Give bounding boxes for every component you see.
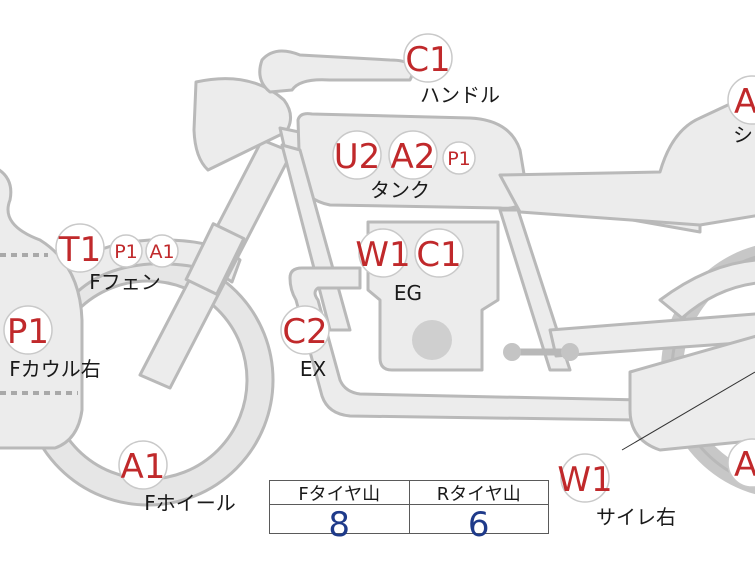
motorcycle-silhouette xyxy=(0,49,755,507)
handle-code-group: C1 xyxy=(403,33,453,83)
front-tire-column: Fタイヤ山 8 xyxy=(270,481,409,545)
front-fender-label: Fフェン xyxy=(89,270,161,294)
seat-label: シ xyxy=(733,123,753,147)
silencer-shape xyxy=(628,334,755,452)
front-fender-code-group: T1 P1 A1 xyxy=(55,223,179,273)
handle-code-0: C1 xyxy=(405,40,450,80)
rear-tire-value: 6 xyxy=(467,505,490,545)
front-wheel-code-group: A1 xyxy=(118,440,168,490)
exhaust-code-group: C2 xyxy=(280,305,330,355)
front-wheel-label: Fホイール xyxy=(144,491,236,515)
seat-code-0: A xyxy=(734,82,755,122)
front-wheel-code-0: A1 xyxy=(121,447,166,487)
engine-label: EG xyxy=(394,281,422,305)
tank-code-1: A2 xyxy=(391,137,436,177)
tire-tread-table: Fタイヤ山 8 Rタイヤ山 6 xyxy=(269,480,549,545)
engine-cover xyxy=(412,320,452,360)
front-cowl-code-0: P1 xyxy=(7,312,49,352)
tank-code-group: U2 A2 P1 xyxy=(332,130,476,180)
front-tire-header: Fタイヤ山 xyxy=(270,481,409,505)
rear-tire-header: Rタイヤ山 xyxy=(409,481,548,505)
tank-label: タンク xyxy=(370,178,430,202)
front-fender-code-1: P1 xyxy=(114,241,138,263)
exhaust-label: EX xyxy=(300,357,327,381)
rear-code-0: A xyxy=(734,445,755,485)
handle-label: ハンドル xyxy=(420,83,500,107)
handlebar-shape xyxy=(258,49,414,94)
swingarm-shape xyxy=(548,312,755,358)
front-fender-code-0: T1 xyxy=(58,230,101,270)
rear-tire-column: Rタイヤ山 6 xyxy=(408,481,548,545)
leader-line xyxy=(621,371,755,451)
engine-code-1: C1 xyxy=(416,235,461,275)
seat-shape xyxy=(498,90,755,227)
front-fender-code-2: A1 xyxy=(149,241,174,263)
seat-code-group: A xyxy=(727,75,755,125)
silencer-label: サイレ右 xyxy=(596,505,676,529)
headlight-shape xyxy=(192,77,292,172)
silencer-code-group: W1 xyxy=(557,453,613,503)
front-cowl-label: Fカウル右 xyxy=(9,357,101,381)
exhaust-code-0: C2 xyxy=(282,312,327,352)
silencer-code-0: W1 xyxy=(557,460,612,500)
exhaust-shape xyxy=(288,266,642,422)
tank-code-0: U2 xyxy=(334,137,381,177)
front-cowl-shape xyxy=(0,168,84,450)
front-tire-value: 8 xyxy=(328,505,351,545)
tank-code-2: P1 xyxy=(447,148,471,170)
engine-code-0: W1 xyxy=(355,235,410,275)
engine-code-group: W1 C1 xyxy=(355,228,464,278)
front-cowl-code-group: P1 xyxy=(3,305,53,355)
rear-code-group: A xyxy=(727,438,755,488)
